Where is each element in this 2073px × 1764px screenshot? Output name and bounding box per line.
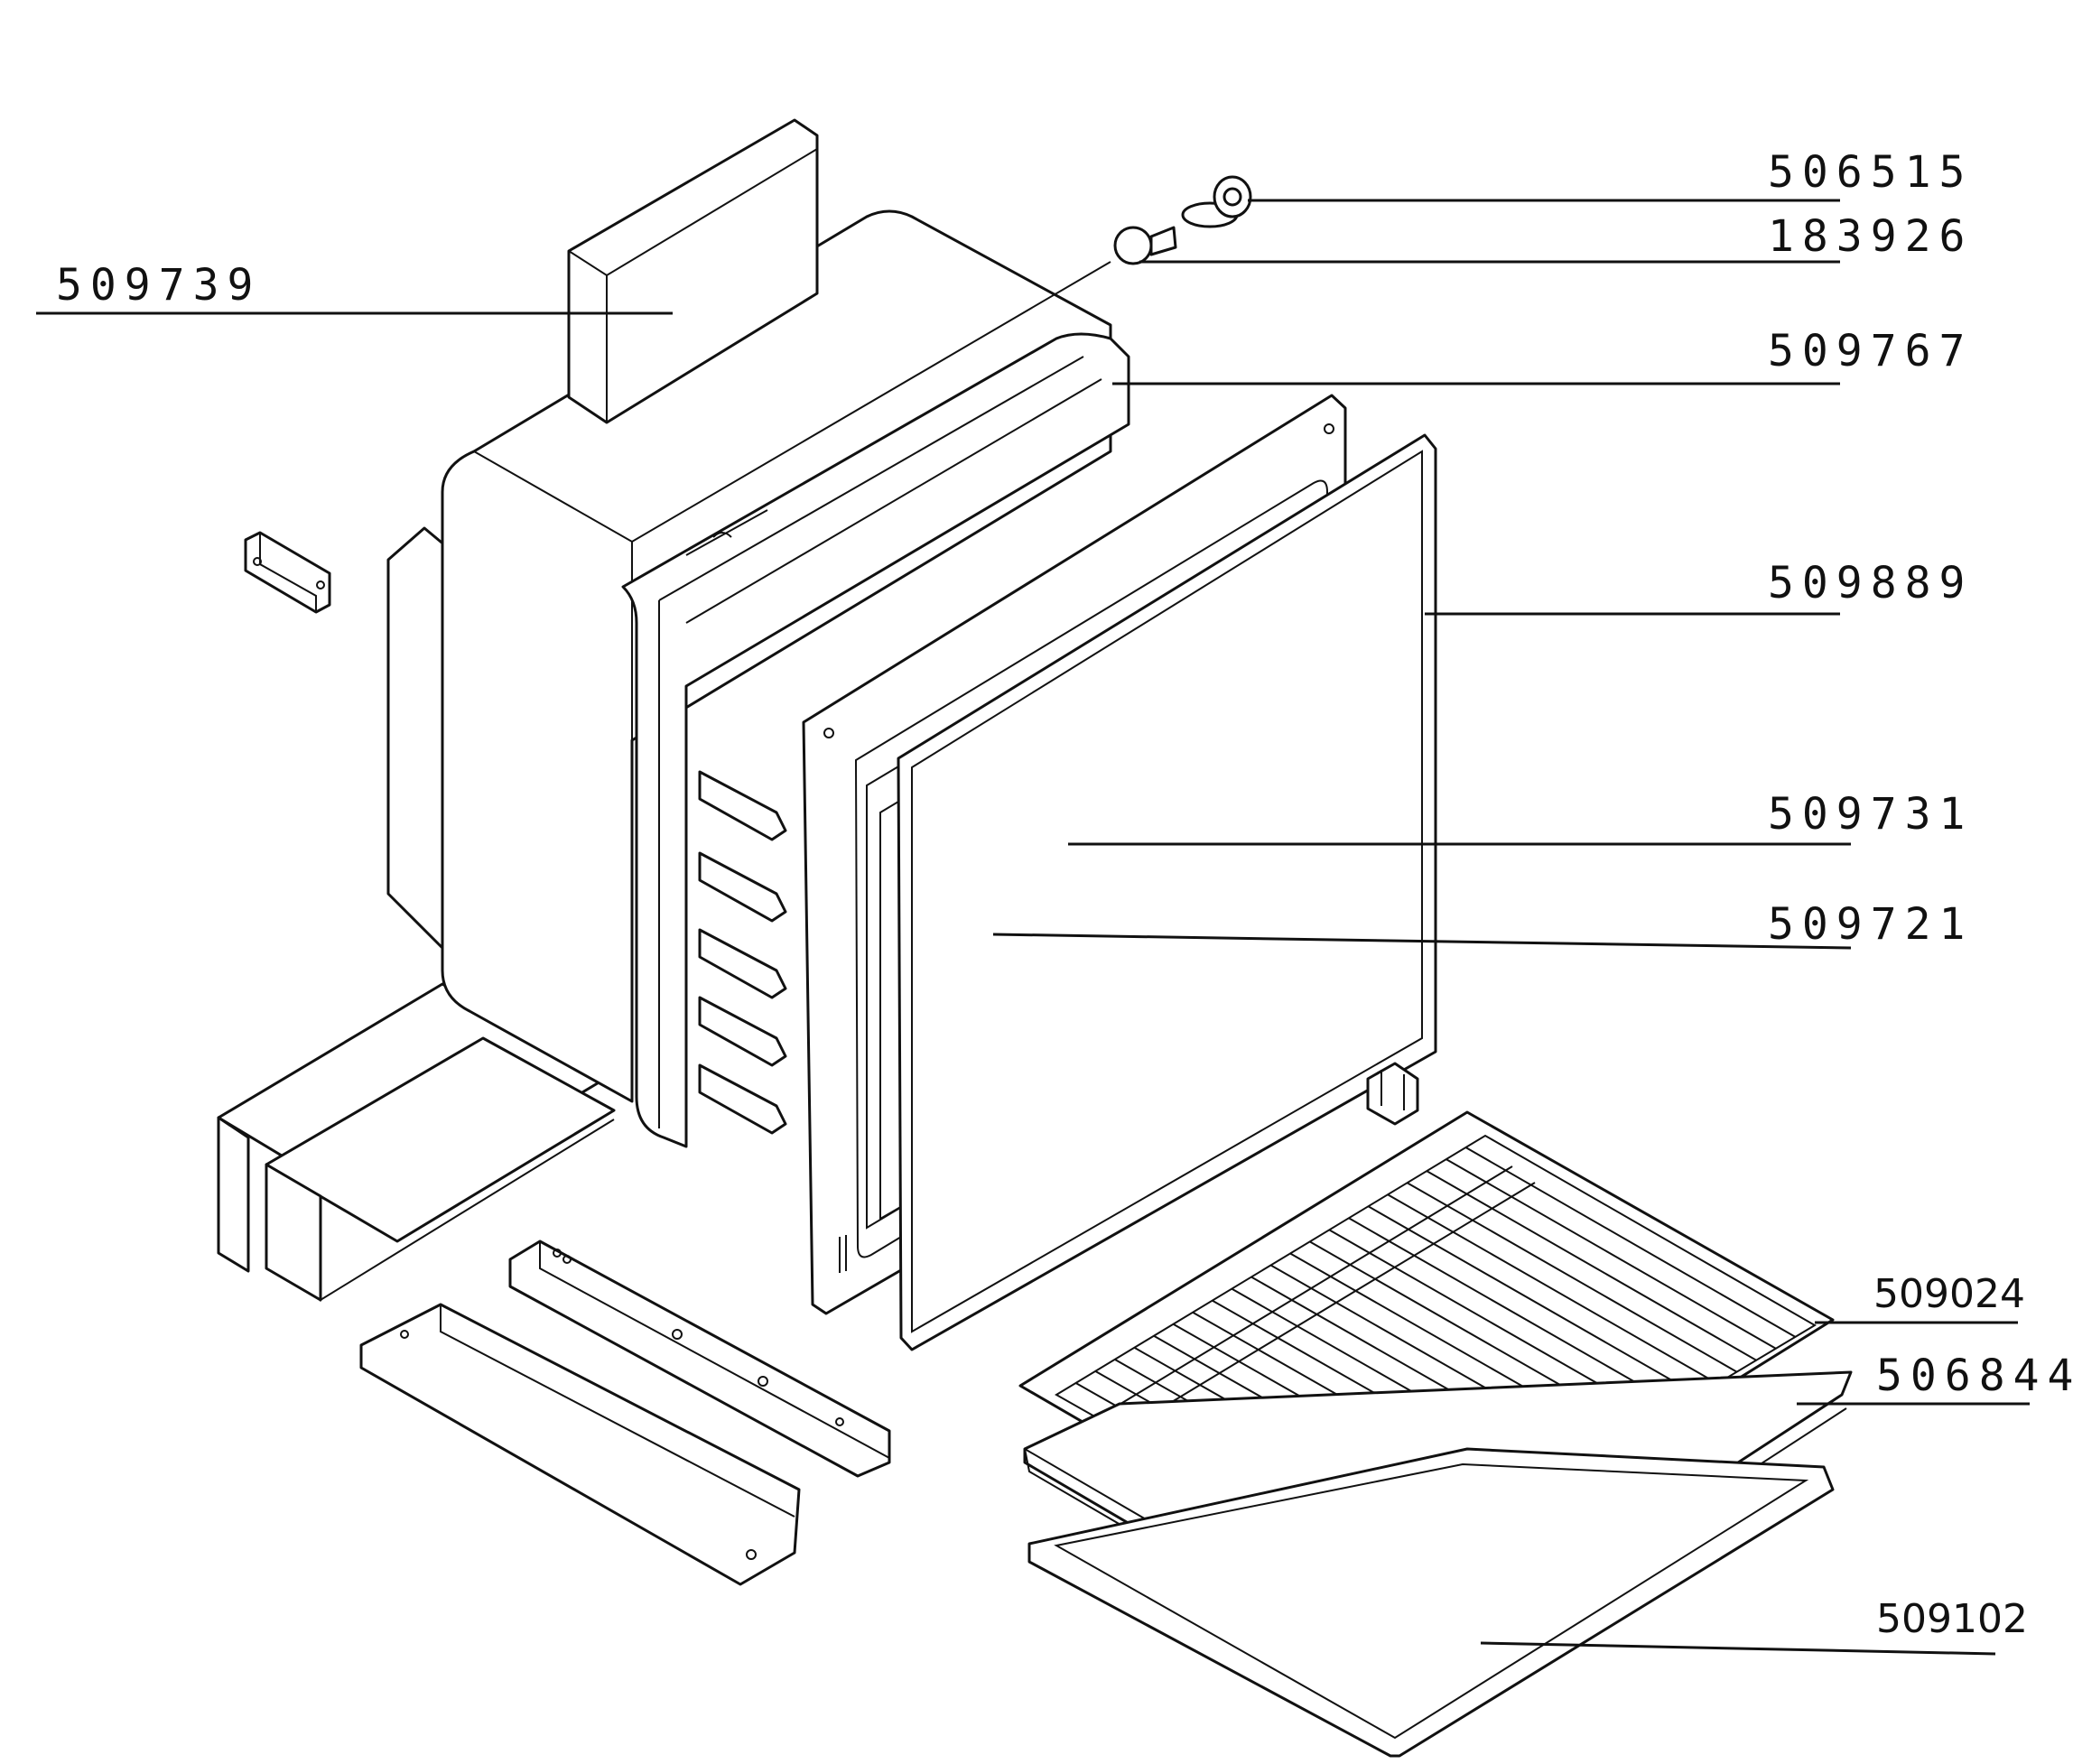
base-plinth <box>217 982 616 1302</box>
part-label-509721: 509721 <box>1768 899 1973 950</box>
runner-rail-1 <box>508 1239 891 1478</box>
leader-lines <box>36 199 2030 1656</box>
part-label-183926: 183926 <box>1768 211 1973 262</box>
part-label-509731: 509731 <box>1768 789 1973 840</box>
right-clip <box>1366 1062 1419 1126</box>
part-label-509102: 509102 <box>1876 1596 2028 1642</box>
part-label-506844: 506844 <box>1876 1351 2073 1401</box>
door-seal-gasket <box>897 433 1437 1351</box>
drip-tray <box>1027 1447 1835 1758</box>
lamp-holder <box>1181 175 1252 228</box>
part-label-506515: 506515 <box>1768 147 1973 198</box>
lamp-bulb <box>1113 226 1177 265</box>
runner-rail-2 <box>359 1303 801 1586</box>
top-cover-plate <box>567 118 819 424</box>
oven-cavity-box <box>386 209 1130 1148</box>
part-label-509739: 509739 <box>56 260 261 311</box>
part-label-509767: 509767 <box>1768 326 1973 376</box>
side-bracket <box>244 531 331 614</box>
part-label-509889: 509889 <box>1768 558 1973 608</box>
part-labels: 506515 183926 509739 509767 509889 50973… <box>56 147 2073 1642</box>
part-label-509024: 509024 <box>1873 1271 2025 1317</box>
